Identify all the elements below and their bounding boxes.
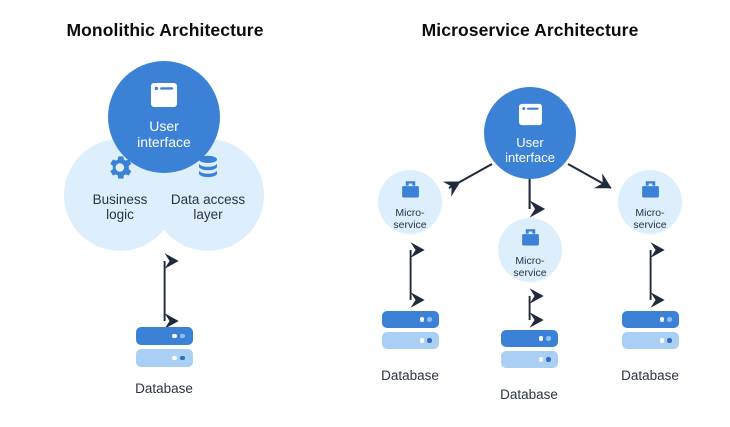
node-business-logic-label: Business logic bbox=[92, 192, 148, 223]
connector-left-service-database bbox=[409, 242, 425, 308]
db-bar-top bbox=[136, 327, 193, 345]
connector-center-service-database bbox=[528, 288, 544, 328]
db-dot bbox=[667, 338, 672, 343]
ms-node-user-interface-label: User interface bbox=[505, 135, 555, 165]
ms-left-database-label: Database bbox=[381, 368, 439, 383]
db-dot bbox=[659, 317, 664, 322]
db-dot bbox=[659, 338, 664, 343]
monolith-database-label: Database bbox=[135, 381, 193, 396]
node-user-interface[interactable]: User interface bbox=[108, 61, 220, 173]
node-data-access-layer[interactable]: Data access layer bbox=[152, 139, 264, 251]
db-bar-top bbox=[382, 311, 439, 328]
db-bar-top bbox=[622, 311, 679, 328]
db-bar-bottom bbox=[136, 349, 193, 367]
db-dot bbox=[667, 317, 672, 322]
ms-node-right-label: Micro- service bbox=[633, 207, 667, 231]
db-bar-top bbox=[501, 330, 558, 347]
db-dot bbox=[538, 357, 543, 362]
ms-node-user-interface[interactable]: User interface bbox=[484, 87, 576, 179]
monolith-database-icon[interactable] bbox=[136, 327, 193, 367]
ms-node-left[interactable]: Micro- service bbox=[378, 170, 442, 234]
db-dot bbox=[538, 336, 543, 341]
ms-left-database-icon[interactable] bbox=[382, 311, 439, 349]
ms-right-database-label: Database bbox=[621, 368, 679, 383]
package-box-icon bbox=[520, 227, 541, 253]
ms-node-center[interactable]: Micro- service bbox=[498, 218, 562, 282]
connector-monolith-double-arrow bbox=[163, 253, 179, 329]
ms-node-right[interactable]: Micro- service bbox=[618, 170, 682, 234]
db-bar-bottom bbox=[622, 332, 679, 349]
db-dot bbox=[427, 338, 432, 343]
connector-ui-to-right-service bbox=[567, 163, 612, 189]
db-dot bbox=[419, 338, 424, 343]
db-dot bbox=[180, 355, 185, 361]
package-box-icon bbox=[640, 179, 661, 205]
connector-right-service-database bbox=[649, 242, 665, 308]
node-user-interface-label: User interface bbox=[137, 118, 191, 150]
gear-icon bbox=[108, 155, 133, 185]
ms-right-database-icon[interactable] bbox=[622, 311, 679, 349]
node-data-access-layer-label: Data access layer bbox=[170, 192, 246, 223]
browser-window-icon bbox=[518, 103, 543, 131]
db-dot bbox=[427, 317, 432, 322]
db-bar-bottom bbox=[382, 332, 439, 349]
ms-node-left-label: Micro- service bbox=[393, 207, 427, 231]
ms-center-database-label: Database bbox=[500, 387, 558, 402]
monolithic-panel-title: Monolithic Architecture bbox=[66, 20, 264, 40]
db-dot bbox=[546, 357, 551, 362]
db-bar-bottom bbox=[501, 351, 558, 368]
ms-center-database-icon[interactable] bbox=[501, 330, 558, 368]
db-dot bbox=[419, 317, 424, 322]
microservice-panel-title: Microservice Architecture bbox=[421, 20, 639, 40]
database-cylinder-icon bbox=[196, 155, 220, 186]
db-dot bbox=[546, 336, 551, 341]
browser-window-icon bbox=[150, 82, 178, 113]
connector-ui-to-center-service bbox=[528, 178, 546, 218]
db-dot bbox=[172, 355, 177, 361]
db-dot bbox=[172, 333, 177, 339]
connector-ui-to-left-service bbox=[442, 163, 493, 197]
ms-node-center-label: Micro- service bbox=[513, 255, 547, 279]
db-dot bbox=[180, 333, 185, 339]
package-box-icon bbox=[400, 179, 421, 205]
